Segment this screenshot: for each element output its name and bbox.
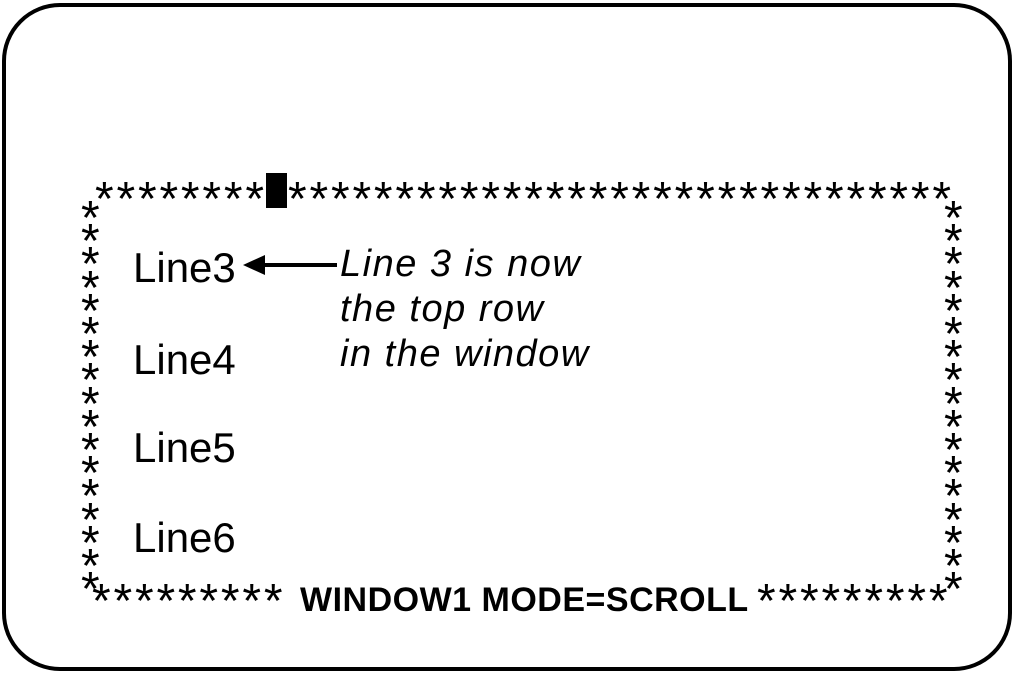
window-border-left-stars: * * * * * * * * * * * * * * * * * [81, 192, 100, 617]
annotation-line-2: the top row [340, 288, 545, 330]
annotation-text: Line 3 is now the top row in the window [340, 242, 590, 377]
window-border-bottom-stars-right: ********* [757, 575, 951, 628]
annotation-line-3: in the window [340, 333, 590, 375]
window-text-line6: Line6 [133, 514, 236, 561]
block-cursor [266, 173, 287, 208]
window-text-line4: Line4 [133, 336, 236, 383]
window-border-right-stars: * * * * * * * * * * * * * * * * * [944, 192, 963, 617]
terminal-screen-outline [2, 3, 1012, 671]
window-border-bottom-stars-left: ********* [92, 575, 286, 628]
arrow-head-icon [243, 255, 265, 275]
window-border-top-stars-left: ******** [95, 173, 267, 226]
annotation-line-1: Line 3 is now [340, 243, 582, 285]
window-border-top-stars-right: ******************************* [288, 173, 954, 226]
window-mode-label: WINDOW1 MODE=SCROLL [300, 581, 749, 619]
window-text-line5: Line5 [133, 424, 236, 471]
window-text-line3: Line3 [133, 244, 236, 291]
arrow-shaft [260, 263, 337, 267]
